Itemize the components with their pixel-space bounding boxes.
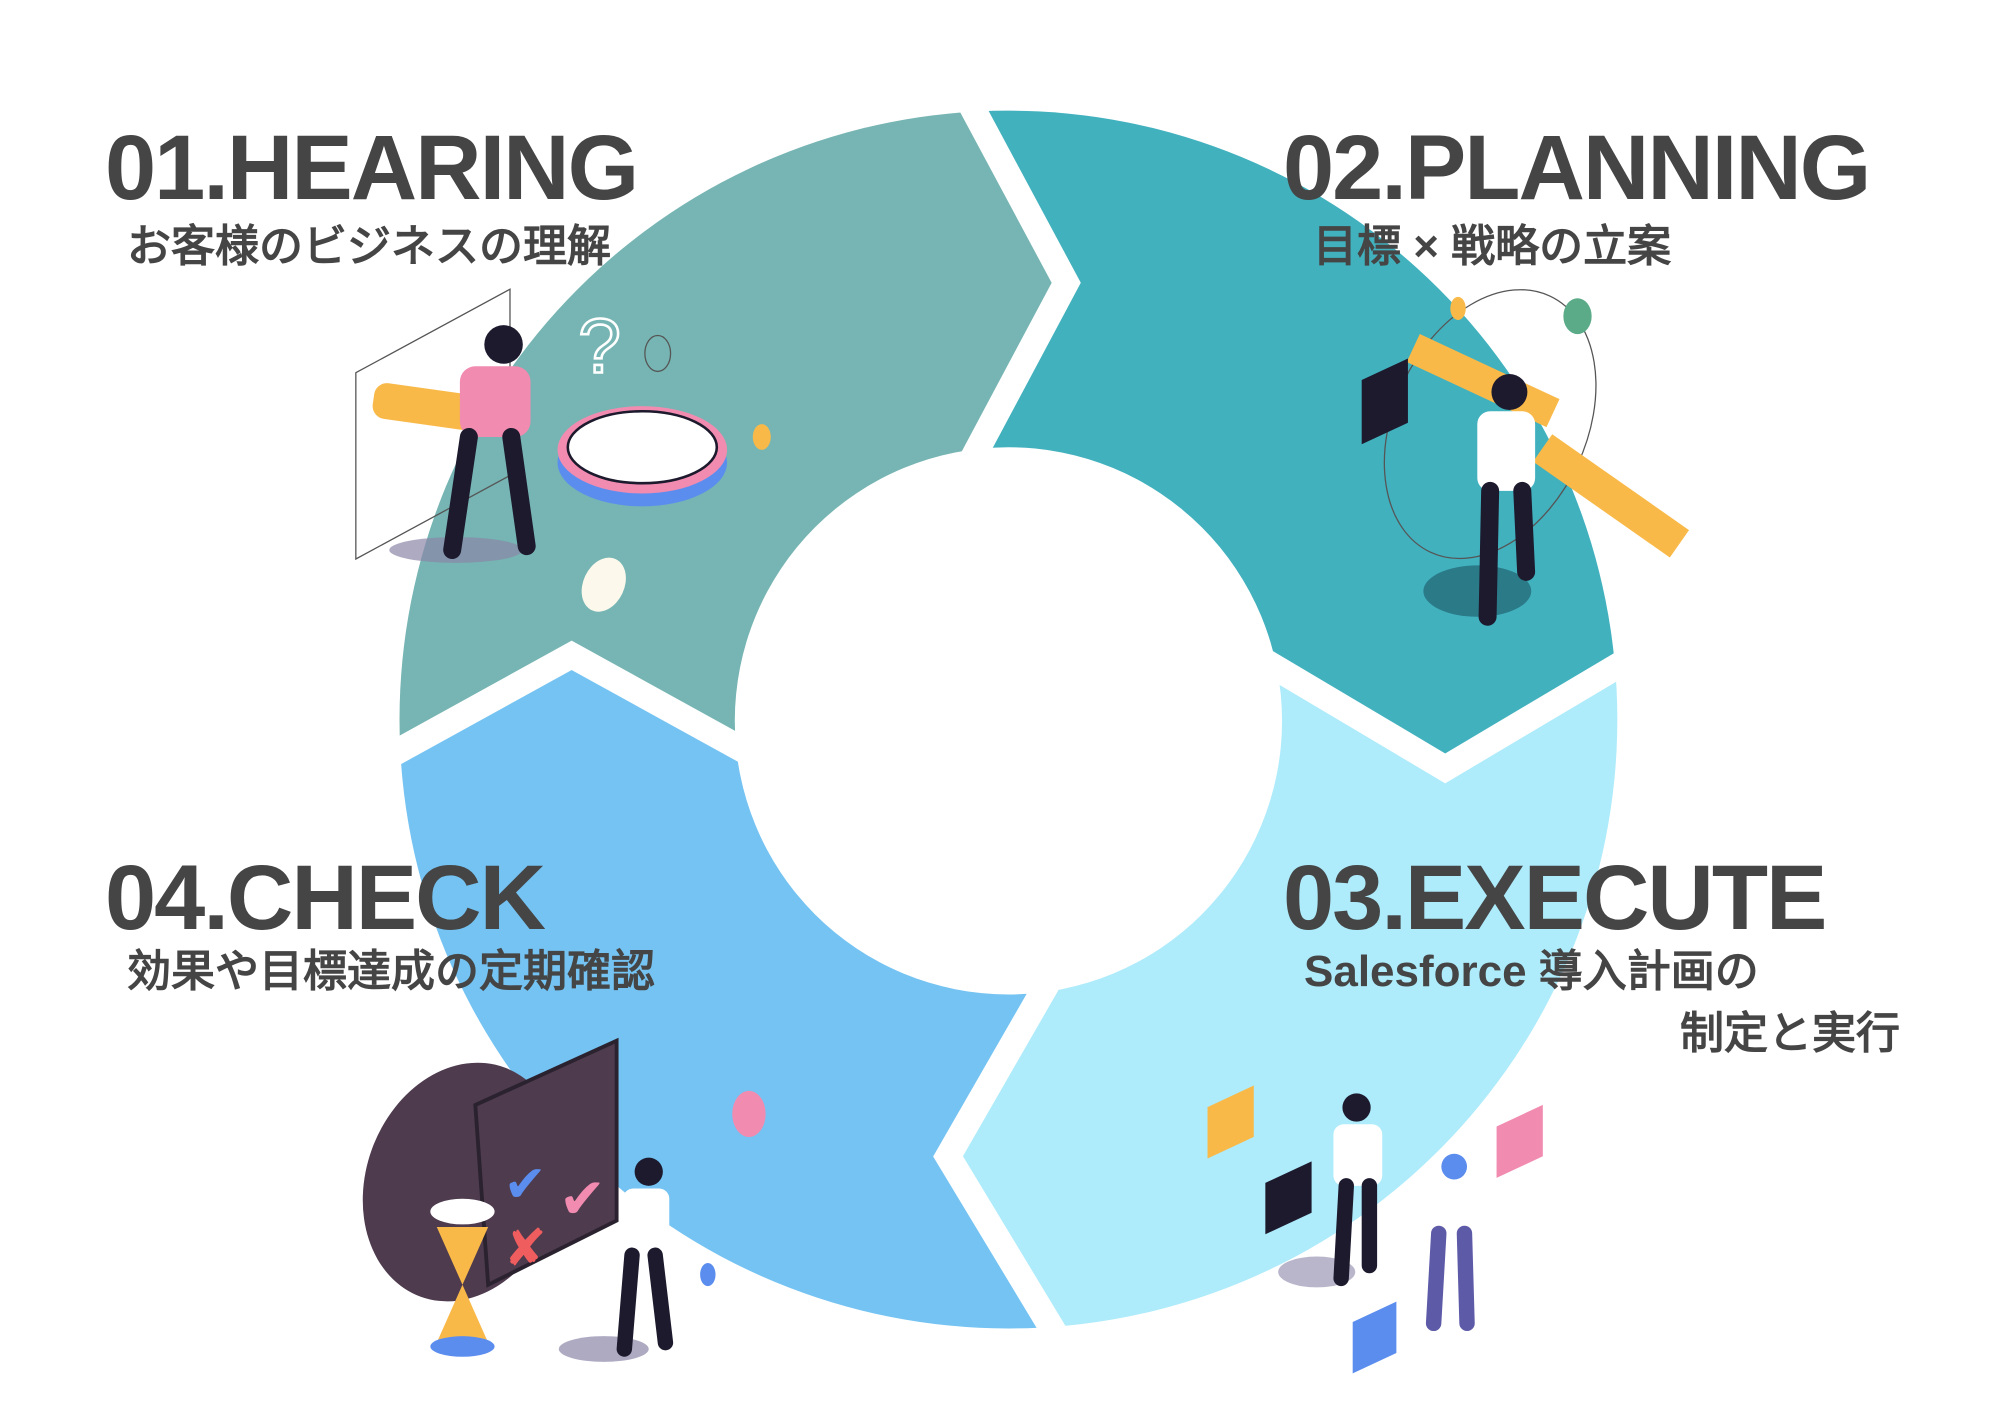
step-title-check: 04.CHECK [105, 847, 546, 949]
step-title-hearing: 01.HEARING [105, 117, 639, 219]
step-title-planning: 02.PLANNING [1283, 117, 1871, 219]
svg-text:?: ? [578, 304, 621, 390]
arrow-gap-right [1226, 631, 1664, 784]
segment-check [0, 655, 1105, 1416]
arrow-gap-left [379, 640, 765, 770]
execute-illustration [1207, 358, 1543, 1374]
segment-execute [948, 642, 2004, 1416]
step-subtitle-execute-line2: 制定と実行 [1680, 1009, 1900, 1058]
hearing-illustration: ? [355, 288, 771, 612]
check-illustration: ✔ ✘ ✔ [362, 1037, 766, 1362]
step-subtitle-planning: 目標 × 戦略の立案 [1313, 222, 1672, 271]
step-subtitle-hearing: お客様のビジネスの理解 [127, 222, 611, 271]
step-subtitle-execute-line1: Salesforce 導入計画の [1304, 947, 1759, 996]
arrow-gap-bottom [933, 944, 1116, 1416]
step-title-execute: 03.EXECUTE [1283, 847, 1827, 949]
step-subtitle-check: 効果や目標達成の定期確認 [127, 947, 655, 996]
svg-text:✔: ✔ [559, 1167, 606, 1230]
svg-text:✔: ✔ [504, 1154, 547, 1212]
segment-hearing [0, 0, 1067, 759]
svg-text:✘: ✘ [504, 1219, 547, 1277]
planning-illustration [1383, 289, 1690, 626]
arrow-gap-top [903, 0, 1081, 482]
